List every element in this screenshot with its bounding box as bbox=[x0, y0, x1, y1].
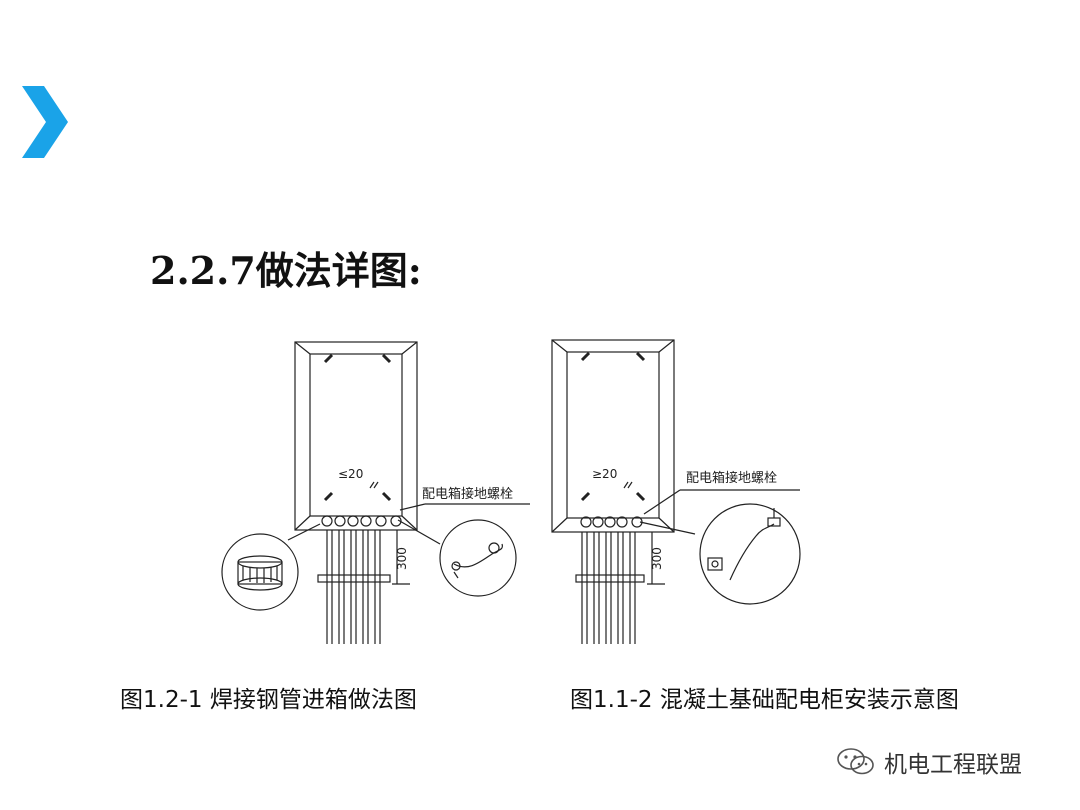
figure-1-caption: 图1.2-1 焊接钢管进箱做法图 bbox=[120, 687, 417, 713]
detail-circle-left bbox=[221, 533, 299, 611]
grounding-bolt-label: 配电箱接地螺栓 bbox=[686, 470, 777, 486]
wechat-icon bbox=[837, 748, 874, 775]
cabinet-outline bbox=[294, 341, 418, 531]
dimension-top-label: ≥20 bbox=[592, 467, 617, 481]
grounding-bolt-label: 配电箱接地螺栓 bbox=[422, 486, 513, 502]
detail-circle-right bbox=[699, 503, 801, 605]
section-heading: 2.2.7做法详图: bbox=[150, 248, 422, 293]
detail-circle-right bbox=[439, 519, 517, 597]
watermark: 机电工程联盟 bbox=[836, 745, 1022, 779]
dimension-side-label: 300 bbox=[395, 547, 409, 570]
chevron-right-icon bbox=[22, 86, 68, 158]
figure-1-diagram: ≤20 300 配电箱接地螺栓 bbox=[221, 341, 530, 644]
figure-2-caption: 图1.1-2 混凝土基础配电柜安装示意图 bbox=[570, 687, 959, 713]
watermark-text: 机电工程联盟 bbox=[884, 752, 1022, 778]
dimension-top-label: ≤20 bbox=[338, 467, 363, 481]
dimension-side-label: 300 bbox=[650, 547, 664, 570]
figure-2-diagram: ≥20 300 配电箱接地螺栓 bbox=[551, 339, 801, 644]
cabinet-outline bbox=[551, 339, 675, 533]
